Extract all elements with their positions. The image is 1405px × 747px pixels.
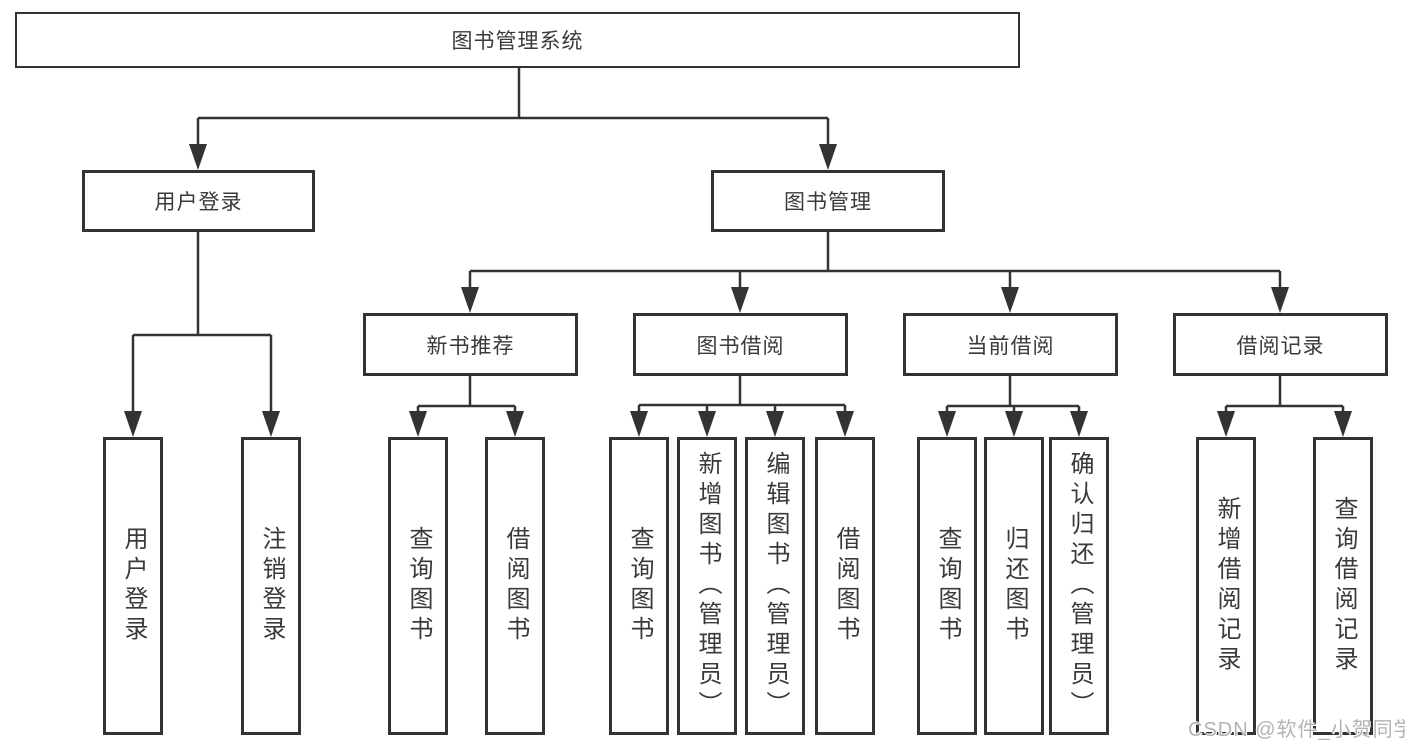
arrow-icon	[1005, 411, 1023, 437]
arrow-icon	[189, 144, 207, 170]
node-label: 图书借阅	[696, 334, 785, 358]
arrow-icon	[1271, 287, 1289, 313]
arrow-icon	[1001, 287, 1019, 313]
node-label: 归还图书	[1001, 526, 1028, 646]
arrow-icon	[1334, 411, 1352, 437]
node-label: 查询图书	[626, 526, 653, 646]
watermark: CSDN @软件_小贺同学	[1188, 719, 1405, 741]
leaf-bb-add-book-admin: 新增图书（管理员）	[677, 437, 737, 735]
arrow-icon	[766, 411, 784, 437]
node-label: 新增图书（管理员）	[694, 451, 721, 721]
arrow-icon	[1070, 411, 1088, 437]
arrow-icon	[409, 411, 427, 437]
node-label: 注销登录	[258, 526, 285, 646]
leaf-nb-borrow-books: 借阅图书	[485, 437, 545, 735]
node-book-management: 图书管理	[711, 170, 945, 232]
leaf-cb-confirm-return-admin: 确认归还（管理员）	[1049, 437, 1109, 735]
node-user-login: 用户登录	[82, 170, 315, 232]
node-label: 借阅记录	[1236, 334, 1325, 358]
node-label: 新增借阅记录	[1213, 496, 1240, 676]
arrow-icon	[698, 411, 716, 437]
arrow-icon	[819, 144, 837, 170]
arrow-icon	[506, 411, 524, 437]
leaf-bb-edit-book-admin: 编辑图书（管理员）	[745, 437, 805, 735]
node-label: 图书管理系统	[451, 30, 584, 53]
arrow-icon	[938, 411, 956, 437]
arrow-icon	[836, 411, 854, 437]
node-book-borrowing: 图书借阅	[633, 313, 848, 376]
node-label: 查询图书	[405, 526, 432, 646]
node-label: 借阅图书	[832, 526, 859, 646]
arrow-icon	[630, 411, 648, 437]
node-label: 图书管理	[784, 191, 872, 214]
arrow-heads	[124, 144, 1352, 437]
leaf-cb-query-books: 查询图书	[917, 437, 977, 735]
node-new-book-recommendation: 新书推荐	[363, 313, 578, 376]
arrow-icon	[1217, 411, 1235, 437]
node-label: 新书推荐	[426, 334, 515, 358]
node-label: 用户登录	[120, 526, 147, 646]
leaf-cb-return-books: 归还图书	[984, 437, 1044, 735]
node-label: 确认归还（管理员）	[1066, 451, 1093, 721]
node-label: 用户登录	[154, 191, 243, 214]
leaf-logout-login: 注销登录	[241, 437, 301, 735]
leaf-user-login: 用户登录	[103, 437, 163, 735]
arrow-icon	[731, 287, 749, 313]
leaf-bb-query-books: 查询图书	[609, 437, 669, 735]
node-label: 查询图书	[934, 526, 961, 646]
leaf-bb-borrow-books: 借阅图书	[815, 437, 875, 735]
leaf-br-add-record: 新增借阅记录	[1196, 437, 1256, 735]
node-borrowing-records: 借阅记录	[1173, 313, 1388, 376]
arrow-icon	[461, 287, 479, 313]
tree-edges	[131, 68, 1345, 414]
node-label: 当前借阅	[966, 334, 1055, 358]
node-label: 借阅图书	[502, 526, 529, 646]
node-current-borrowing: 当前借阅	[903, 313, 1118, 376]
leaf-nb-query-books: 查询图书	[388, 437, 448, 735]
node-label: 编辑图书（管理员）	[762, 451, 789, 721]
arrow-icon	[124, 411, 142, 437]
node-library-system: 图书管理系统	[15, 12, 1020, 68]
leaf-br-query-record: 查询借阅记录	[1313, 437, 1373, 735]
arrow-icon	[262, 411, 280, 437]
node-label: 查询借阅记录	[1330, 496, 1357, 676]
